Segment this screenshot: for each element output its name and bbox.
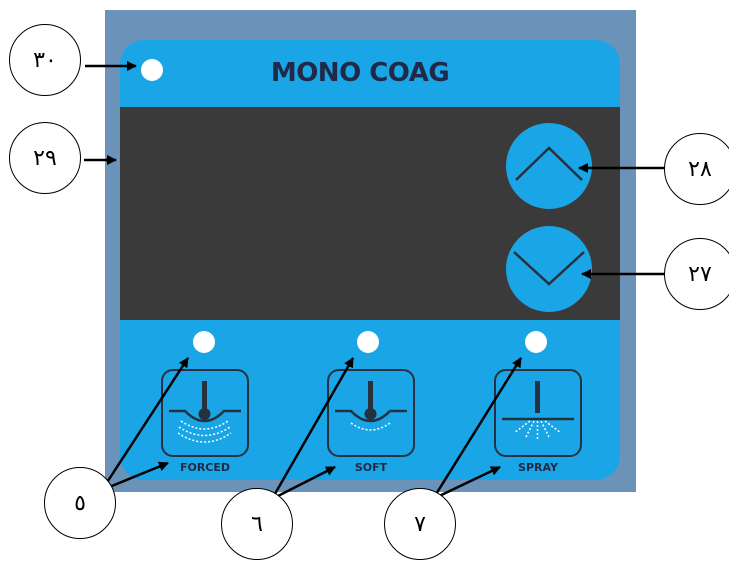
callout-28: ٢٨ bbox=[664, 133, 729, 205]
power-indicator-led bbox=[141, 59, 163, 81]
spray-mode-led bbox=[525, 331, 547, 353]
callout-7: ٧ bbox=[384, 488, 456, 560]
chevron-up-icon bbox=[515, 146, 583, 181]
spray-mode-label: SPRAY bbox=[518, 461, 558, 474]
device-title: MONO COAG bbox=[270, 58, 450, 88]
callout-29: ٢٩ bbox=[9, 122, 81, 194]
down-button[interactable] bbox=[506, 226, 592, 312]
forced-coag-icon bbox=[169, 381, 241, 443]
soft-mode-led bbox=[357, 331, 379, 353]
up-button[interactable] bbox=[506, 123, 592, 209]
soft-mode-label: SOFT bbox=[354, 461, 388, 474]
soft-mode-button[interactable] bbox=[327, 369, 415, 457]
callout-30: ٣٠ bbox=[9, 24, 81, 96]
forced-mode-led bbox=[193, 331, 215, 353]
spray-mode-button[interactable] bbox=[494, 369, 582, 457]
callout-6: ٦ bbox=[221, 488, 293, 560]
forced-mode-button[interactable] bbox=[161, 369, 249, 457]
callout-5: ٥ bbox=[44, 467, 116, 539]
forced-mode-label: FORCED bbox=[179, 461, 231, 474]
chevron-down-icon bbox=[513, 251, 585, 286]
callout-27: ٢٧ bbox=[664, 238, 729, 310]
soft-coag-icon bbox=[335, 381, 407, 431]
spray-coag-icon bbox=[502, 381, 574, 439]
